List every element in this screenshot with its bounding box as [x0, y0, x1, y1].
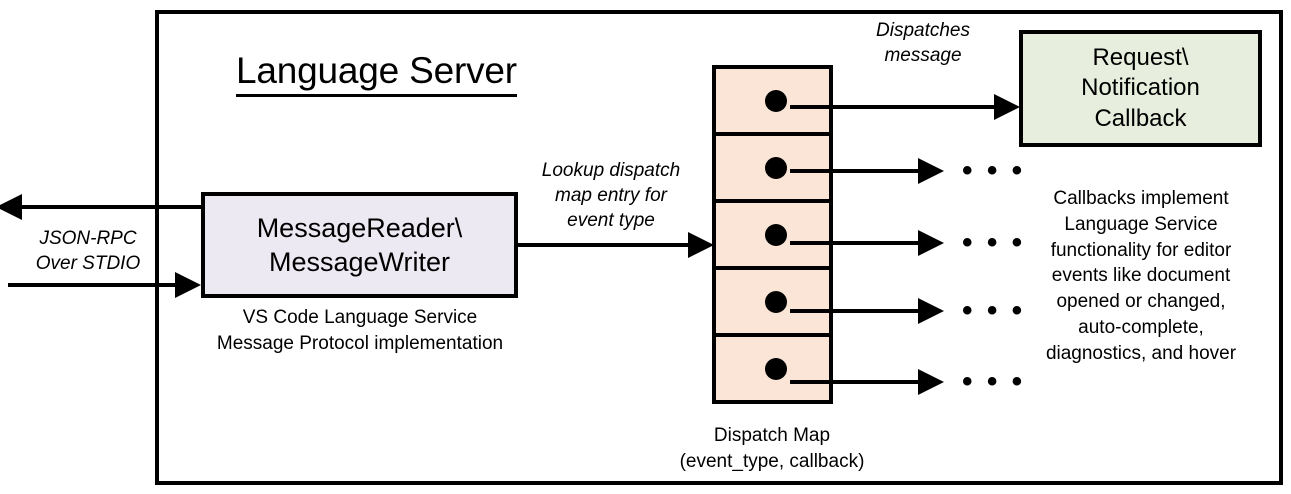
- callback-dot-icon: [765, 223, 787, 246]
- dispatch-row-3-line: [790, 241, 921, 245]
- dispatch-row-5-arrowhead: [918, 369, 944, 395]
- transport-label: JSON-RPC Over STDIO: [35, 228, 141, 275]
- table-row[interactable]: [712, 199, 833, 266]
- dispatch-row-3-arrowhead: [918, 230, 944, 256]
- table-row[interactable]: [712, 333, 833, 404]
- dispatch-row-2-ellipsis: • • •: [962, 154, 1026, 187]
- callback-dot-icon: [765, 290, 787, 313]
- request-notification-callback-box[interactable]: Request\ Notification Callback: [1019, 30, 1262, 147]
- dispatch-row-4-line: [790, 309, 921, 313]
- table-row[interactable]: [712, 266, 833, 333]
- inbound-transport-line: [8, 283, 176, 287]
- dispatch-row-4-arrowhead: [918, 298, 944, 324]
- dispatch-row-2-line: [790, 169, 921, 173]
- dispatch-row-2-arrowhead: [918, 158, 944, 184]
- table-row[interactable]: [712, 132, 833, 199]
- callback-dot-icon: [765, 89, 787, 112]
- dispatch-row-5-ellipsis: • • •: [962, 365, 1026, 398]
- dispatches-message-label: Dispatches message: [876, 20, 970, 67]
- language-server-boundary: [155, 10, 1283, 485]
- message-reader-writer-box[interactable]: MessageReader\ MessageWriter: [201, 192, 518, 298]
- outbound-transport-line: [20, 205, 202, 209]
- table-row[interactable]: [712, 65, 833, 132]
- dispatch-row-5-line: [790, 380, 921, 384]
- dispatch-row-3-ellipsis: • • •: [962, 226, 1026, 259]
- callback-dot-icon: [765, 156, 787, 179]
- page-title: Language Server: [236, 51, 517, 97]
- request-notification-callback-label: Request\ Notification Callback: [1081, 43, 1200, 132]
- request-notification-callback-caption: Callbacks implement Language Service fun…: [1045, 188, 1237, 364]
- callback-dot-icon: [765, 357, 787, 380]
- lookup-dispatch-label: Lookup dispatch map entry for event type: [541, 160, 681, 232]
- dispatch-map-table[interactable]: [712, 65, 833, 404]
- dispatch-row-1-line: [790, 105, 997, 109]
- lookup-dispatch-line: [518, 243, 691, 247]
- message-reader-writer-label: MessageReader\ MessageWriter: [256, 212, 463, 277]
- message-reader-writer-caption: VS Code Language Service Message Protoco…: [216, 307, 504, 354]
- inbound-transport-arrowhead: [175, 272, 201, 298]
- dispatch-row-4-ellipsis: • • •: [962, 294, 1026, 327]
- dispatch-map-caption: Dispatch Map (event_type, callback): [679, 425, 865, 472]
- dispatch-row-1-arrowhead: [994, 94, 1020, 120]
- lookup-dispatch-arrowhead: [688, 232, 714, 258]
- outbound-transport-arrowhead: [0, 194, 22, 220]
